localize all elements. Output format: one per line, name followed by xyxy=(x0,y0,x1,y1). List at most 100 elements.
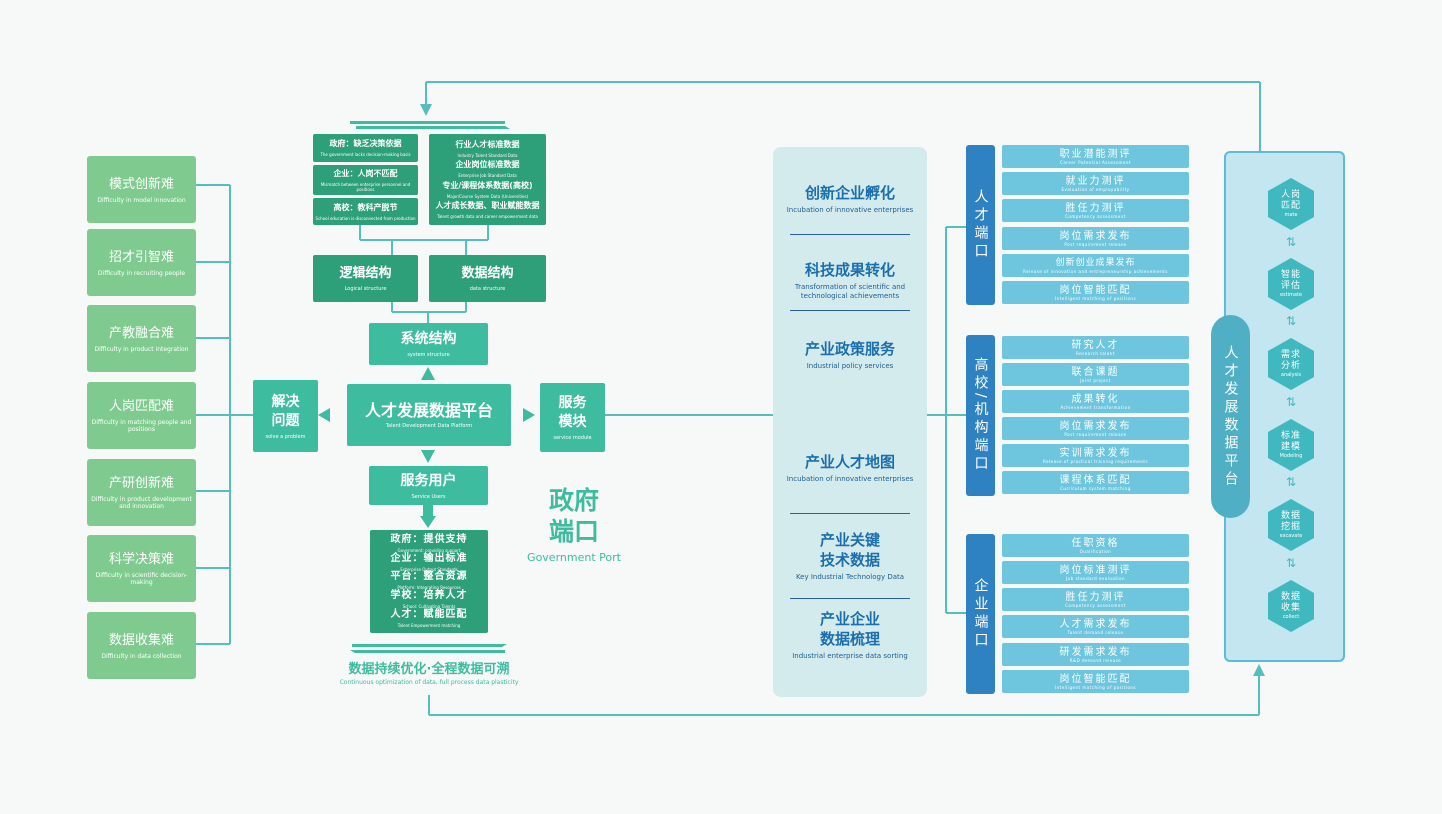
standard-zh: 人才成长数据、职业赋能数据 xyxy=(435,200,540,210)
standard-en: Enterprise Job Standard Data xyxy=(458,173,517,179)
item-zh: 胜任力测评 xyxy=(1065,591,1126,603)
logical-zh: 逻辑结构 xyxy=(339,266,392,281)
user-item: 平台：整合资源 Platform: Integrating Resources xyxy=(390,571,468,591)
item-zh: 岗位智能匹配 xyxy=(1059,284,1132,296)
item-en: Post requirement release xyxy=(1064,241,1127,247)
user-item: 政府：提供支持 Government: providing support xyxy=(391,534,468,553)
service-zh: 产业关键 技术数据 xyxy=(819,531,880,569)
standard-zh: 企业岗位标准数据 xyxy=(455,160,520,170)
solve-problem-box: 解决 问题 solve a problem xyxy=(253,380,318,452)
system-structure-box: 系统结构 system structure xyxy=(369,323,488,365)
difficulty-box: 模式创新难 Difficulty in model innovation xyxy=(87,156,196,223)
user-zh: 企业：输出标准 xyxy=(390,552,468,564)
enterprise-port: 企业端口 xyxy=(966,534,995,694)
item-en: Joint project xyxy=(1080,377,1111,383)
problem-item: 高校：教科产脱节 School education is disconnecte… xyxy=(313,198,418,225)
user-item: 企业：输出标准 Enterprise Output Standards xyxy=(390,552,468,572)
problem-en: The government lacks decision-making bas… xyxy=(320,152,411,157)
problem-en: School education is disconnected from pr… xyxy=(315,215,416,221)
item-zh: 实训需求发布 xyxy=(1059,447,1132,459)
updown-arrow-icon: ⇅ xyxy=(1285,314,1297,328)
user-en: School: Cultivating Talents xyxy=(402,604,456,610)
difficulty-zh: 招才引智难 xyxy=(108,249,174,265)
service-en: Incubation of innovative enterprises xyxy=(786,206,914,214)
item-en: Job standard evaluation xyxy=(1066,575,1125,581)
service-en: Industrial enterprise data sorting xyxy=(792,652,908,660)
item-zh: 就业力测评 xyxy=(1065,175,1126,187)
item-en: Achievement transformation xyxy=(1060,404,1131,410)
footer-zh: 数据持续优化·全程数据可溯 xyxy=(348,662,510,677)
service-en: Incubation of innovative enterprises xyxy=(786,475,914,483)
updown-arrow-icon: ⇅ xyxy=(1285,556,1297,570)
problems-group: 政府：缺乏决策依据 The government lacks decision-… xyxy=(313,134,418,225)
standard-item: 专业/课程体系数据(高校) Major/Course System Data (… xyxy=(442,181,532,199)
problem-item: 企业：人岗不匹配 Mismatch between enterprise per… xyxy=(313,165,418,195)
service-en: Transformation of scientific and technol… xyxy=(794,283,906,300)
difficulty-zh: 科学决策难 xyxy=(108,552,174,567)
item-zh: 研发需求发布 xyxy=(1059,646,1132,658)
item-en: Post requirement release xyxy=(1064,431,1127,437)
difficulty-box: 科学决策难 Difficulty in scientific decision-… xyxy=(87,535,196,602)
gov-port-zh: 政府 端口 xyxy=(548,486,599,546)
item-zh: 胜任力测评 xyxy=(1065,202,1126,214)
logical-en: Logical structure xyxy=(344,286,387,292)
item-en: Competency assessment xyxy=(1065,602,1126,608)
standard-en: Industry Talent Standard Data xyxy=(457,153,518,159)
separator xyxy=(790,598,910,599)
solve-en: solve a problem xyxy=(265,433,306,440)
service-module-box: 服务 模块 service module xyxy=(540,383,605,452)
item-zh: 岗位智能匹配 xyxy=(1059,673,1132,685)
problem-en: Mismatch between enterprise personnel an… xyxy=(320,181,411,192)
user-zh: 人才：赋能匹配 xyxy=(390,609,468,621)
difficulty-zh: 产研创新难 xyxy=(108,476,174,491)
difficulty-en: Difficulty in matching people and positi… xyxy=(91,419,192,433)
user-zh: 平台：整合资源 xyxy=(390,571,468,583)
item-en: Career Potential Assessment xyxy=(1060,159,1131,165)
service-item: 产业关键 技术数据 Key Industrial Technology Data xyxy=(773,530,927,582)
service-module-zh: 服务 模块 xyxy=(558,395,587,430)
step-zh: 数据 挖掘 xyxy=(1280,511,1301,532)
service-users-zh: 服务用户 xyxy=(400,472,457,489)
system-en: system structure xyxy=(407,352,450,358)
item-zh: 成果转化 xyxy=(1071,393,1120,405)
difficulty-en: Difficulty in model innovation xyxy=(97,196,186,204)
item-en: Intelligent matching of positions xyxy=(1054,684,1137,690)
service-item: 科技成果转化 Transformation of scientific and … xyxy=(773,260,927,301)
solve-zh: 解决 问题 xyxy=(271,393,300,429)
step-zh: 需求 分析 xyxy=(1280,350,1301,371)
item-en: R&D demand release xyxy=(1069,657,1122,663)
difficulty-en: Difficulty in recruiting people xyxy=(97,269,186,277)
separator xyxy=(790,234,910,235)
problem-zh: 企业：人岗不匹配 xyxy=(333,168,398,178)
item-zh: 研究人才 xyxy=(1071,339,1120,351)
system-zh: 系统结构 xyxy=(400,331,457,347)
standard-item: 人才成长数据、职业赋能数据 Talent growth data and car… xyxy=(436,201,540,219)
item-en: Intelligent matching of positions xyxy=(1054,295,1137,301)
standard-item: 行业人才标准数据 Industry Talent Standard Data xyxy=(456,140,520,158)
item-en: Qualification xyxy=(1079,548,1112,554)
step-en: Modeling xyxy=(1279,453,1303,459)
standard-zh: 专业/课程体系数据(高校) xyxy=(442,180,533,190)
port-label: 企业端口 xyxy=(972,578,989,650)
service-users-box: 服务用户 Service Users xyxy=(369,466,488,505)
user-zh: 学校：培养人才 xyxy=(390,590,468,602)
item-en: Research talent xyxy=(1076,350,1115,356)
difficulty-box: 招才引智难 Difficulty in recruiting people xyxy=(87,229,196,296)
difficulty-en: Difficulty in product integration xyxy=(94,345,189,353)
step-zh: 智能 评估 xyxy=(1280,270,1301,291)
item-zh: 岗位标准测评 xyxy=(1059,564,1132,576)
difficulty-zh: 模式创新难 xyxy=(108,176,174,192)
gov-port-en: Government Port xyxy=(527,551,621,564)
user-en: Platform: Integrating Resources xyxy=(397,585,461,591)
government-port-label: 政府 端口 Government Port xyxy=(518,485,630,566)
updown-arrow-icon: ⇅ xyxy=(1285,395,1297,409)
difficulty-en: Difficulty in product development and in… xyxy=(91,496,192,510)
